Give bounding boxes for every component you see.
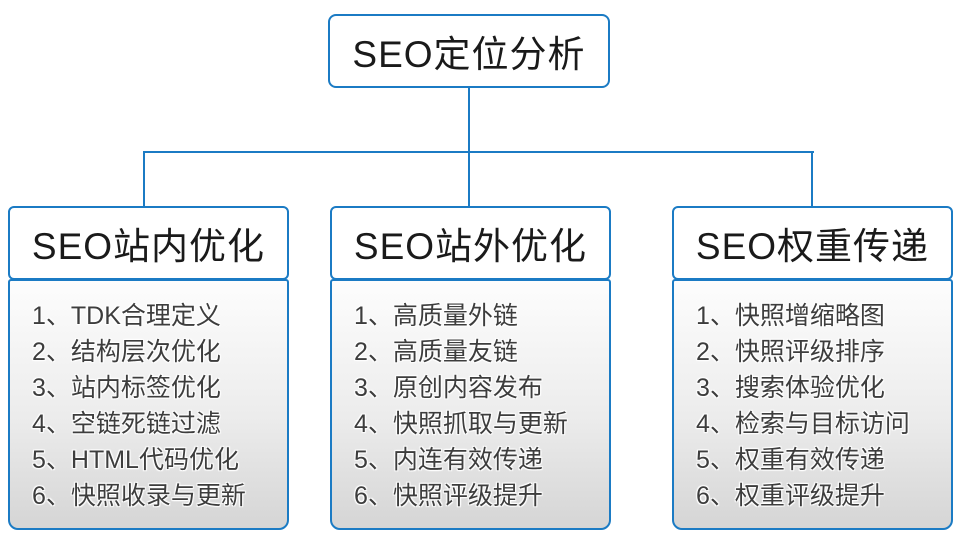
connector-drop-left bbox=[143, 151, 145, 207]
column-weight: SEO权重传递 1、快照增缩略图 2、快照评级排序 3、搜索体验优化 4、检索与… bbox=[672, 206, 953, 530]
column-onsite-header: SEO站内优化 bbox=[8, 206, 289, 280]
connector-trunk bbox=[468, 86, 470, 152]
column-onsite: SEO站内优化 1、TDK合理定义 2、结构层次优化 3、站内标签优化 4、空链… bbox=[8, 206, 289, 530]
column-offsite: SEO站外优化 1、高质量外链 2、高质量友链 3、原创内容发布 4、快照抓取与… bbox=[330, 206, 611, 530]
root-node-label: SEO定位分析 bbox=[352, 34, 586, 75]
list-item: 4、快照抓取与更新 bbox=[354, 410, 568, 438]
connector-drop-right bbox=[811, 151, 813, 207]
connector-horizontal bbox=[143, 151, 814, 153]
root-node: SEO定位分析 bbox=[328, 14, 610, 88]
list-item: 4、空链死链过滤 bbox=[32, 410, 221, 438]
list-item: 2、高质量友链 bbox=[354, 338, 518, 366]
column-offsite-list: 1、高质量外链 2、高质量友链 3、原创内容发布 4、快照抓取与更新 5、内连有… bbox=[330, 279, 611, 530]
column-onsite-list: 1、TDK合理定义 2、结构层次优化 3、站内标签优化 4、空链死链过滤 5、H… bbox=[8, 279, 289, 530]
list-item: 6、快照评级提升 bbox=[354, 482, 543, 510]
list-item: 3、站内标签优化 bbox=[32, 374, 221, 402]
column-offsite-title: SEO站外优化 bbox=[353, 226, 588, 267]
list-item: 6、权重评级提升 bbox=[696, 482, 885, 510]
column-offsite-header: SEO站外优化 bbox=[330, 206, 611, 280]
list-item: 2、结构层次优化 bbox=[32, 338, 221, 366]
connector-drop-middle bbox=[468, 151, 470, 207]
list-item: 5、权重有效传递 bbox=[696, 446, 885, 474]
list-item: 5、HTML代码优化 bbox=[32, 446, 239, 474]
list-item: 1、高质量外链 bbox=[354, 302, 518, 330]
list-item: 4、检索与目标访问 bbox=[696, 410, 910, 438]
list-item: 3、原创内容发布 bbox=[354, 374, 543, 402]
list-item: 1、TDK合理定义 bbox=[32, 302, 221, 330]
list-item: 5、内连有效传递 bbox=[354, 446, 543, 474]
column-weight-header: SEO权重传递 bbox=[672, 206, 953, 280]
column-weight-title: SEO权重传递 bbox=[695, 226, 930, 267]
list-item: 1、快照增缩略图 bbox=[696, 302, 885, 330]
list-item: 2、快照评级排序 bbox=[696, 338, 885, 366]
list-item: 3、搜索体验优化 bbox=[696, 374, 885, 402]
column-onsite-title: SEO站内优化 bbox=[31, 226, 266, 267]
column-weight-list: 1、快照增缩略图 2、快照评级排序 3、搜索体验优化 4、检索与目标访问 5、权… bbox=[672, 279, 953, 530]
list-item: 6、快照收录与更新 bbox=[32, 482, 246, 510]
